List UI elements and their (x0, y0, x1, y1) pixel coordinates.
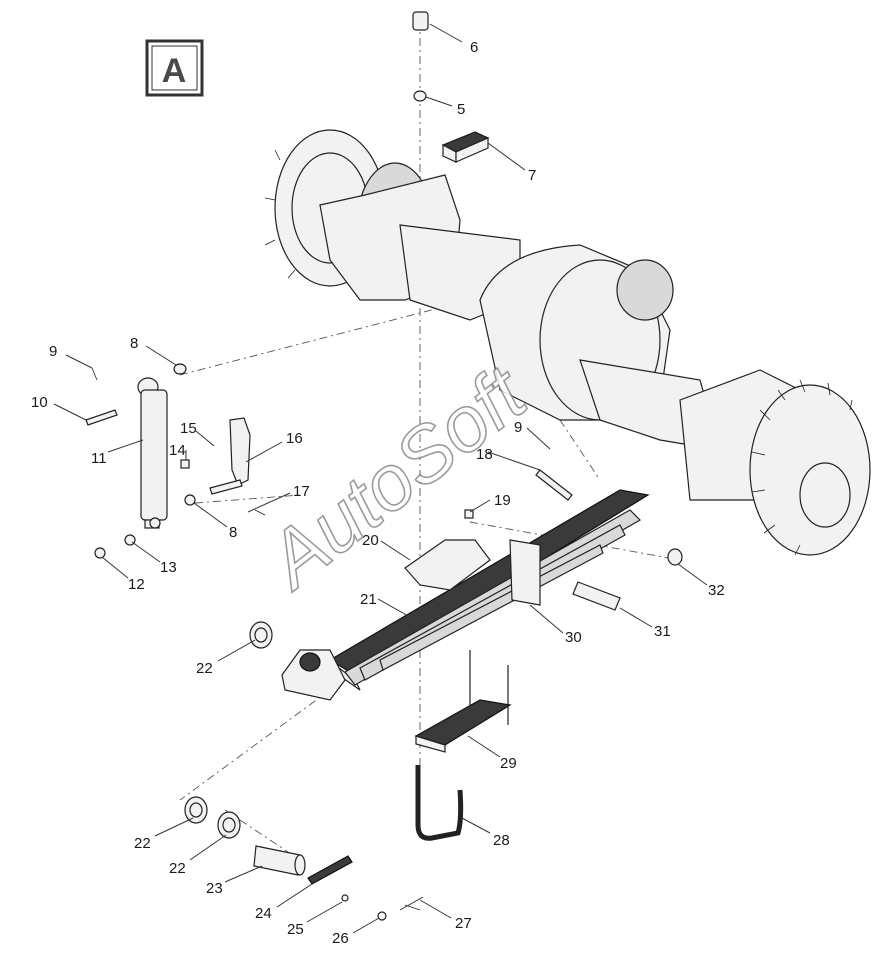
part-8-washer-bottom (184, 494, 196, 506)
part-9-cotter-pin (91, 367, 98, 381)
callout-label: 9 (49, 343, 57, 360)
callout-label: 22 (169, 860, 186, 877)
part-29-u-bolt-studs (469, 650, 509, 725)
view-label-text: A (162, 52, 187, 90)
part-14-bolt (180, 459, 190, 469)
callout-label: 5 (457, 101, 465, 118)
part-26-bolt (377, 911, 387, 921)
part-22-washer-lower-b (217, 811, 241, 839)
callout-label: 8 (229, 524, 237, 541)
callout-labels: 6 5 7 9 8 10 11 15 14 16 17 8 13 12 9 18… (31, 39, 725, 947)
callout-label: 22 (196, 660, 213, 677)
view-label-box: A (145, 39, 204, 97)
callout-label: 21 (360, 591, 377, 608)
callout-label: 24 (255, 905, 272, 922)
part-29-plate (414, 699, 512, 753)
part-31-pin (572, 581, 621, 611)
part-27-cotter-pin (399, 896, 424, 911)
callout-label: 20 (362, 532, 379, 549)
callout-label: 18 (476, 446, 493, 463)
part-22-washer-lower-a (184, 796, 208, 824)
part-16-bracket (209, 417, 251, 495)
axle-housing (264, 129, 871, 556)
callout-label: 30 (565, 629, 582, 646)
part-24-lock-plate (307, 855, 353, 885)
part-25-screw (341, 894, 349, 902)
callout-label: 26 (332, 930, 349, 947)
part-28-u-bolt (415, 765, 464, 841)
part-12-nut (94, 547, 106, 559)
callout-label: 27 (455, 915, 472, 932)
callout-label: 19 (494, 492, 511, 509)
part-32-washer (667, 548, 683, 566)
callout-label: 12 (128, 576, 145, 593)
callout-label: 15 (180, 420, 197, 437)
callout-label: 22 (134, 835, 151, 852)
part-6-cap (412, 11, 429, 31)
callout-label: 31 (654, 623, 671, 640)
part-5-nut (413, 90, 427, 102)
part-17-bolt (254, 509, 266, 516)
callout-label: 8 (130, 335, 138, 352)
part-8-washer-top (173, 363, 187, 375)
part-11-shock-absorber (137, 377, 168, 529)
axis-centerlines (179, 20, 681, 861)
part-20-saddle (404, 539, 491, 591)
callout-label: 13 (160, 559, 177, 576)
callout-label: 16 (286, 430, 303, 447)
part-19-clip (464, 509, 474, 519)
part-30-clamp (509, 539, 541, 606)
callout-label: 29 (500, 755, 517, 772)
callout-label: 32 (708, 582, 725, 599)
callout-label: 28 (493, 832, 510, 849)
part-21-leaf-spring (281, 489, 650, 701)
part-7-bumper (441, 131, 490, 163)
callout-label: 11 (91, 450, 107, 467)
callout-label: 14 (169, 442, 186, 459)
part-18-pin (535, 469, 573, 501)
callout-label: 25 (287, 921, 304, 938)
part-10-pin (85, 409, 118, 426)
part-23-pin (253, 845, 306, 876)
callout-label: 9 (514, 419, 522, 436)
callout-label: 7 (528, 167, 536, 184)
callout-label: 6 (470, 39, 478, 56)
leader-lines (53, 23, 708, 934)
callout-label: 10 (31, 394, 48, 411)
callout-label: 23 (206, 880, 223, 897)
callout-label: 17 (293, 483, 310, 500)
part-22-washer-upper (249, 621, 273, 649)
